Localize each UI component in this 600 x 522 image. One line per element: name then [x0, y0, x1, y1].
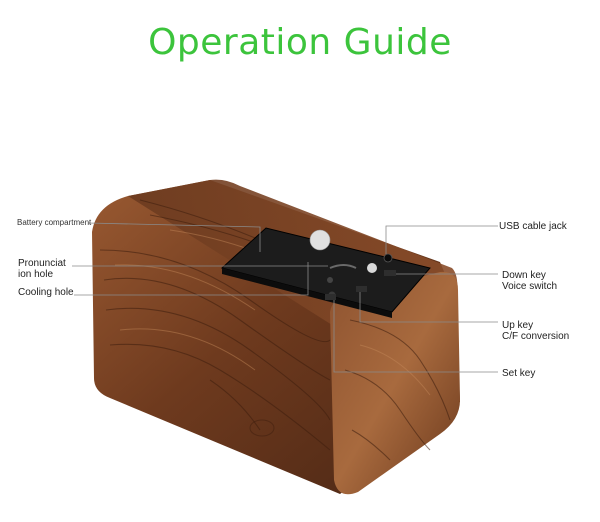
set-key — [325, 294, 336, 300]
wood-front-face — [330, 271, 460, 495]
label-up-key: Up key C/F conversion — [502, 320, 570, 342]
up-key — [356, 286, 367, 292]
label-cooling-hole: Cooling hole — [18, 287, 74, 298]
wood-knot — [249, 419, 275, 437]
label-battery-compartment: Battery compartment — [17, 218, 92, 227]
voice-switch-button — [367, 263, 377, 273]
page-title: Operation Guide — [148, 22, 452, 63]
down-key — [384, 270, 396, 276]
label-pronunciation-hole: Pronunciat ion hole — [18, 258, 66, 280]
info-sticker — [309, 229, 331, 251]
label-set-key: Set key — [502, 368, 536, 379]
label-usb-cable-jack: USB cable jack — [499, 221, 567, 232]
wood-grain — [99, 199, 451, 461]
label-down-key: Down key Voice switch — [502, 270, 558, 292]
pronunciation-hole — [329, 264, 357, 269]
leader-lines — [72, 222, 498, 373]
usb-jack — [383, 253, 393, 263]
